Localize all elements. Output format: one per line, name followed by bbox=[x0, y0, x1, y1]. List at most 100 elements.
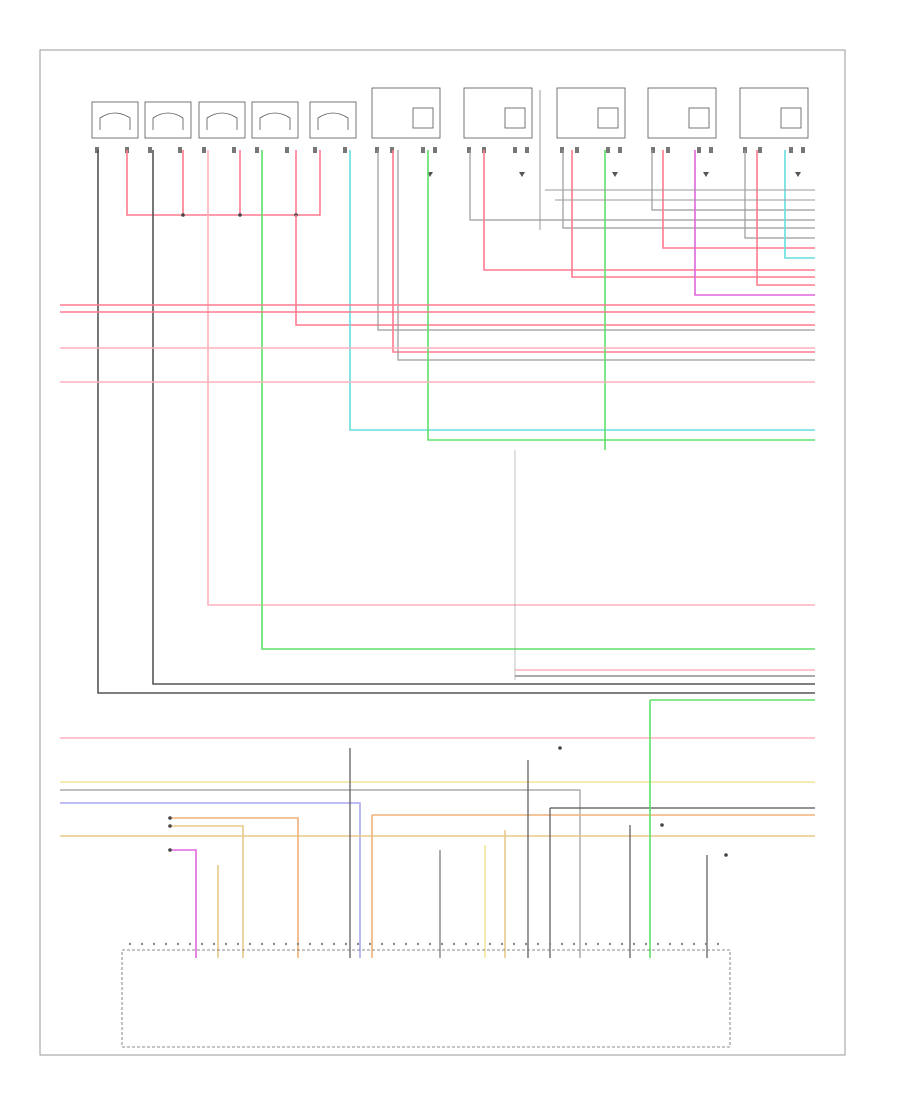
ignition-coil-icon bbox=[371, 87, 441, 177]
ecm-pin-icon bbox=[128, 942, 132, 946]
wire bbox=[126, 150, 321, 216]
wire bbox=[571, 150, 815, 278]
wire bbox=[651, 150, 815, 211]
coil-body bbox=[739, 87, 809, 139]
injector-body bbox=[309, 101, 357, 139]
connector-pin-icon bbox=[255, 147, 259, 153]
ecm-pin-icon bbox=[332, 942, 336, 946]
fuel-injector-icon bbox=[144, 101, 192, 139]
connector-pin-icon bbox=[313, 147, 317, 153]
connector-pin-icon bbox=[575, 147, 579, 153]
ecm-pin-icon bbox=[500, 942, 504, 946]
ecm-pin-icon bbox=[152, 942, 156, 946]
wire bbox=[60, 802, 361, 958]
connector-pin-icon bbox=[513, 147, 517, 153]
ecm-pin-icon bbox=[572, 942, 576, 946]
wire bbox=[170, 817, 299, 958]
splice-icon bbox=[238, 213, 242, 217]
wire bbox=[662, 150, 815, 249]
connector-pin-icon bbox=[148, 147, 152, 153]
injector-body bbox=[251, 101, 299, 139]
splice-icon bbox=[558, 746, 562, 750]
connector-pin-icon bbox=[697, 147, 701, 153]
wire bbox=[295, 215, 815, 326]
injector-coil-symbol bbox=[99, 112, 131, 130]
coil-driver bbox=[780, 107, 802, 129]
ecm-pin-icon bbox=[488, 942, 492, 946]
wire bbox=[377, 150, 815, 331]
wire bbox=[261, 150, 815, 650]
injector-body bbox=[198, 101, 246, 139]
injector-body bbox=[144, 101, 192, 139]
ecm-pin-icon bbox=[380, 942, 384, 946]
connector-pin-icon bbox=[95, 147, 99, 153]
injector-coil-symbol bbox=[259, 112, 291, 130]
ecm-pin-icon bbox=[224, 942, 228, 946]
wire bbox=[427, 150, 815, 441]
splice-icon bbox=[168, 816, 172, 820]
ecm-pin-icon bbox=[464, 942, 468, 946]
ecm-pin-icon bbox=[416, 942, 420, 946]
diagram-border bbox=[39, 49, 846, 1056]
ecm-pin-icon bbox=[548, 942, 552, 946]
coil-body bbox=[647, 87, 717, 139]
splice-icon bbox=[724, 853, 728, 857]
ecm-pin-icon bbox=[176, 942, 180, 946]
connector-pin-icon bbox=[390, 147, 394, 153]
wire bbox=[483, 150, 815, 271]
ecm-pin-icon bbox=[632, 942, 636, 946]
splice-icon bbox=[168, 848, 172, 852]
ecm-pin-icon bbox=[140, 942, 144, 946]
connector-pin-icon bbox=[560, 147, 564, 153]
ignition-coil-group bbox=[371, 87, 809, 177]
wire bbox=[694, 150, 815, 296]
ecm-pin-icon bbox=[404, 942, 408, 946]
connector-pin-icon bbox=[375, 147, 379, 153]
ecm-pin-icon bbox=[248, 942, 252, 946]
wire bbox=[469, 150, 815, 221]
ignition-coil-icon bbox=[739, 87, 809, 177]
connector-pin-icon bbox=[467, 147, 471, 153]
splice-icon bbox=[660, 823, 664, 827]
fuel-injector-icon bbox=[251, 101, 299, 139]
ecm-pin-icon bbox=[656, 942, 660, 946]
ecm-pin-icon bbox=[260, 942, 264, 946]
wire bbox=[170, 825, 244, 958]
coil-driver bbox=[504, 107, 526, 129]
ecm-pin-icon bbox=[512, 942, 516, 946]
wire bbox=[97, 150, 815, 694]
wire-harness bbox=[60, 90, 815, 958]
wire bbox=[392, 150, 815, 353]
ignition-coil-icon bbox=[556, 87, 626, 177]
wire bbox=[207, 150, 815, 606]
ecm-pin-icon bbox=[344, 942, 348, 946]
splice-icon bbox=[168, 824, 172, 828]
ecm-pin-icon bbox=[596, 942, 600, 946]
engine-control-module bbox=[121, 942, 731, 1048]
wire bbox=[397, 150, 815, 361]
ecm-pin-icon bbox=[680, 942, 684, 946]
ecm-pin-icon bbox=[212, 942, 216, 946]
ignition-coil-icon bbox=[463, 87, 533, 177]
connector-pin-icon bbox=[232, 147, 236, 153]
coil-body bbox=[371, 87, 441, 139]
connector-pin-icon bbox=[525, 147, 529, 153]
fuel-injector-icon bbox=[309, 101, 357, 139]
connector-pin-icon bbox=[285, 147, 289, 153]
ecm-pin-icon bbox=[392, 942, 396, 946]
coil-body bbox=[556, 87, 626, 139]
connector-pin-icon bbox=[758, 147, 762, 153]
ecm-pin-icon bbox=[440, 942, 444, 946]
connector-pin-icon bbox=[666, 147, 670, 153]
ground-icon bbox=[703, 172, 709, 177]
ecm-pin-icon bbox=[716, 942, 720, 946]
wire bbox=[784, 150, 815, 259]
ecm-pin-icon bbox=[284, 942, 288, 946]
ecm-pin-icon bbox=[236, 942, 240, 946]
injector-coil-symbol bbox=[206, 112, 238, 130]
wire bbox=[349, 150, 815, 431]
coil-driver bbox=[597, 107, 619, 129]
wire bbox=[170, 849, 197, 958]
ecm-pin-icon bbox=[608, 942, 612, 946]
